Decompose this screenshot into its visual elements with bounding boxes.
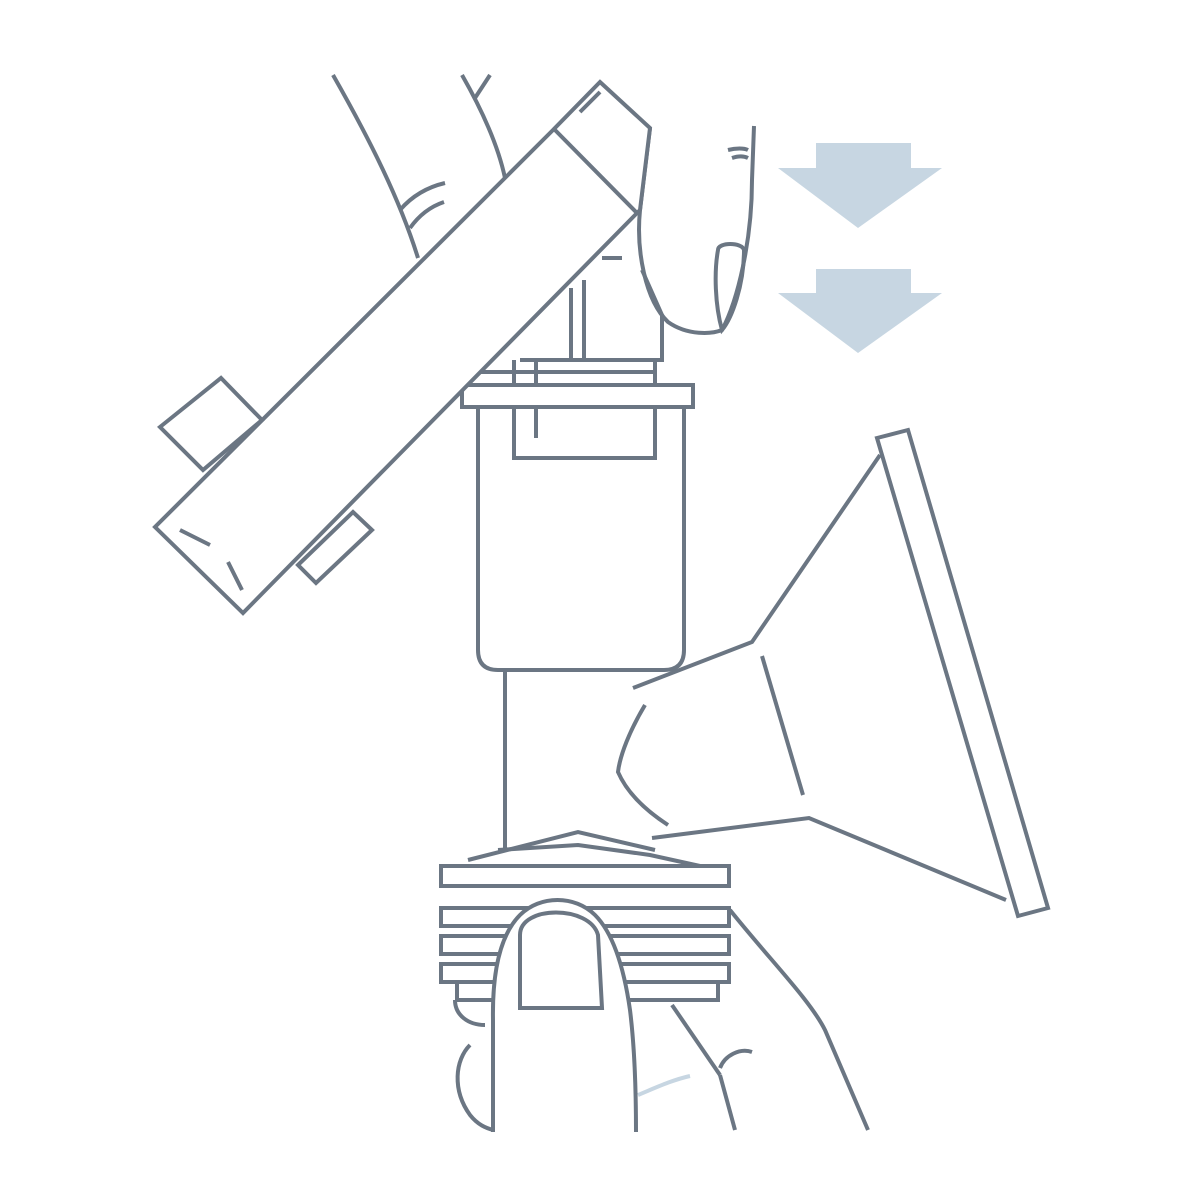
down-arrow-icon [778, 143, 942, 228]
pump-body [460, 360, 695, 848]
tilted-cap [152, 79, 653, 616]
cap-tab-left [157, 375, 265, 473]
top-flange [460, 383, 695, 409]
shield-rim [874, 427, 1051, 919]
cap-tab-right [295, 509, 375, 586]
collar-top-ring [439, 864, 731, 888]
upper-hand [331, 73, 756, 335]
lower-hand [455, 898, 870, 1133]
down-arrow-icon [778, 269, 942, 353]
highlight-stroke [637, 1074, 691, 1097]
breast-shield [615, 427, 1051, 919]
valve-stem [520, 256, 664, 362]
